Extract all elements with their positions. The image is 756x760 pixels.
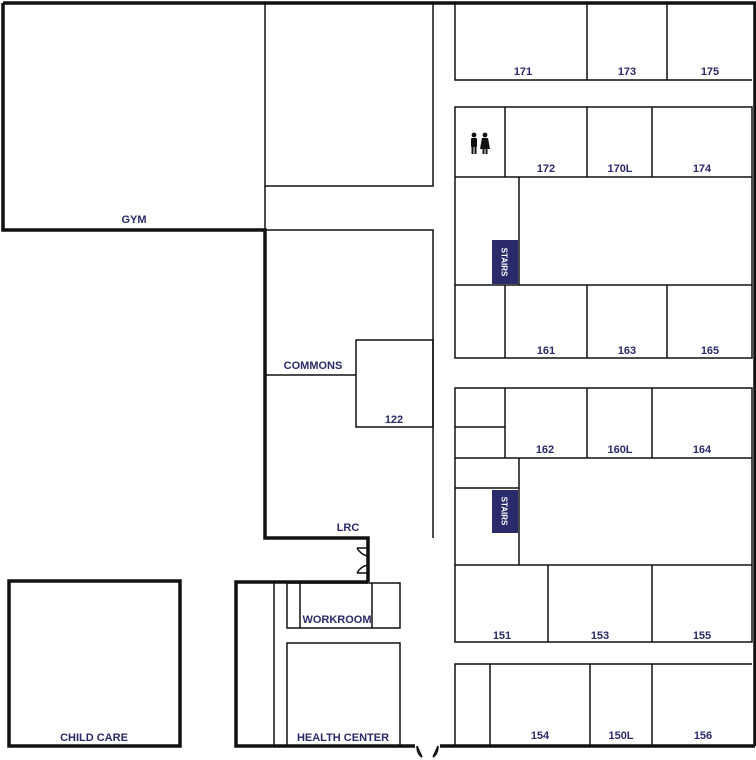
label-161: 161: [537, 345, 555, 357]
room-122: [355, 339, 434, 428]
stairs-upper: STAIRS: [492, 240, 518, 284]
label-commons: COMMONS: [284, 360, 343, 372]
restroom-icon: [471, 132, 490, 154]
workroom-room: [286, 582, 401, 629]
label-lrc: LRC: [337, 522, 360, 534]
label-122: 122: [385, 414, 403, 426]
label-174: 174: [693, 163, 712, 175]
label-155: 155: [693, 630, 711, 642]
center-rooms: [264, 2, 434, 747]
label-173: 173: [618, 66, 636, 78]
stairs-lower: STAIRS: [492, 490, 518, 533]
health-center-room: [286, 642, 401, 747]
room-labels: GYM COMMONS 122 LRC CHILD CARE WORKROOM …: [60, 66, 719, 744]
label-170l: 170L: [607, 163, 632, 175]
label-156: 156: [694, 730, 712, 742]
stairs-upper-label: STAIRS: [500, 248, 509, 277]
label-162: 162: [536, 444, 554, 456]
label-154: 154: [531, 730, 550, 742]
right-wing-rooms: [454, 3, 753, 746]
label-child-care: CHILD CARE: [60, 732, 128, 744]
label-150l: 150L: [608, 730, 633, 742]
label-165: 165: [701, 345, 719, 357]
child-care-room: [7, 579, 182, 748]
label-164: 164: [693, 444, 712, 456]
label-151: 151: [493, 630, 511, 642]
label-163: 163: [618, 345, 636, 357]
label-health-center: HEALTH CENTER: [297, 732, 389, 744]
room-upper-center: [264, 2, 434, 187]
label-153: 153: [591, 630, 609, 642]
label-172: 172: [537, 163, 555, 175]
label-workroom: WORKROOM: [302, 614, 371, 626]
label-171: 171: [514, 66, 532, 78]
label-175: 175: [701, 66, 719, 78]
label-160l: 160L: [607, 444, 632, 456]
stairs-lower-label: STAIRS: [500, 497, 509, 526]
door-icon: [356, 547, 369, 574]
door-icon: [416, 745, 439, 758]
label-gym: GYM: [121, 214, 146, 226]
